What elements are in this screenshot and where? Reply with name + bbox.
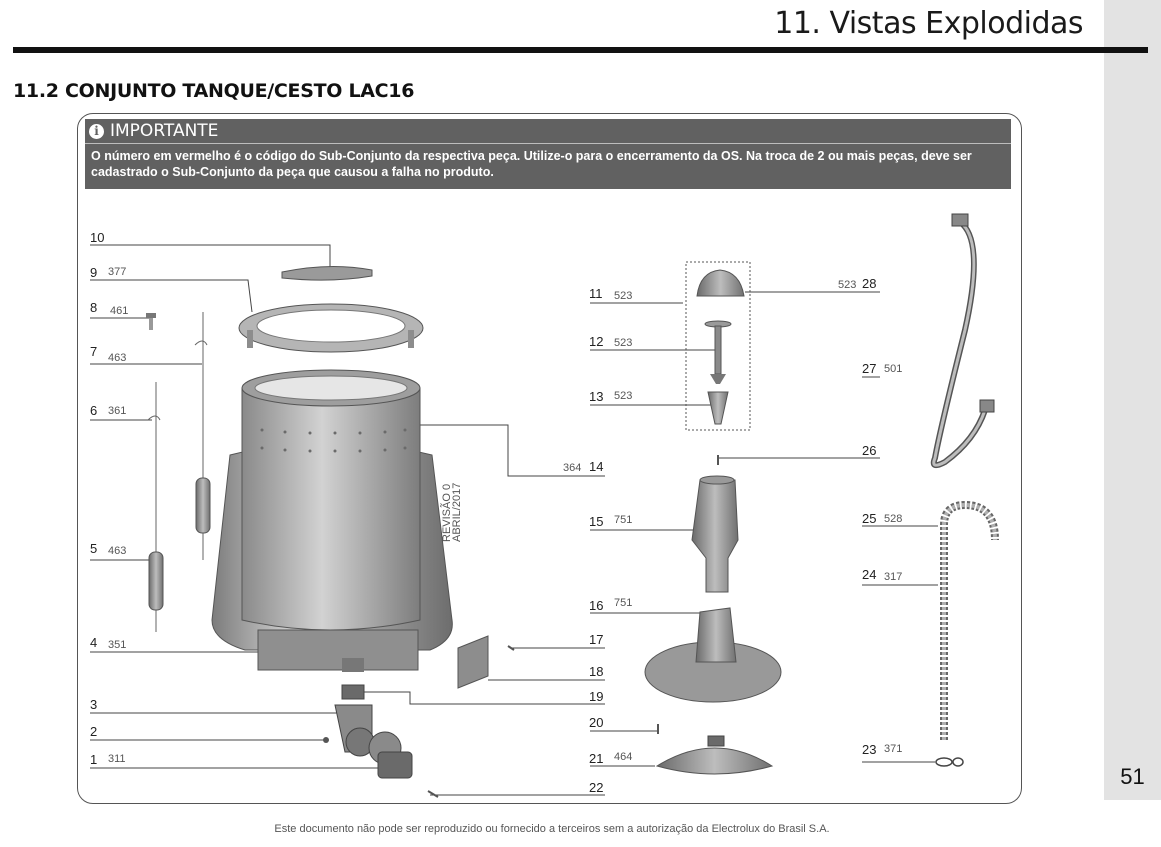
- callout-26: 26: [862, 443, 876, 458]
- callout-8: 8: [90, 300, 97, 315]
- code-21: 464: [614, 751, 632, 763]
- part-21-pulsator: [655, 735, 774, 775]
- part-19-seal: [341, 684, 365, 700]
- code-16: 751: [614, 597, 632, 609]
- callout-20: 20: [589, 715, 603, 730]
- callout-19: 19: [589, 689, 603, 704]
- callout-18: 18: [589, 664, 603, 679]
- part-12-shaft: [704, 320, 732, 384]
- part-18-panel: [457, 635, 489, 689]
- revision-line-2: ABRIL/2017: [451, 483, 463, 542]
- part-9-tub-ring: [238, 303, 424, 353]
- notice-heading: i IMPORTANTE: [89, 121, 218, 141]
- callout-10: 10: [90, 230, 104, 245]
- footer-disclaimer: Este documento não pode ser reproduzido …: [274, 823, 830, 835]
- part-24-drain-hose: [940, 500, 999, 740]
- callout-12: 12: [589, 334, 603, 349]
- diagram-frame: [77, 113, 1022, 804]
- callout-24: 24: [862, 567, 876, 582]
- part-22-screw: [427, 790, 439, 798]
- callout-labels: 10 9 377 8 461 7 463 6 361 5 463 4 351 3…: [90, 230, 902, 795]
- code-25: 528: [884, 513, 902, 525]
- callout-2: 2: [90, 724, 97, 739]
- part-8-bolt: [146, 313, 156, 330]
- part-27-inlet-hose: [930, 213, 995, 469]
- code-8: 461: [110, 305, 128, 317]
- page-side-band: [1104, 0, 1161, 800]
- notice-divider: [85, 143, 1011, 144]
- code-28: 523: [838, 279, 856, 291]
- code-9: 377: [108, 266, 126, 278]
- callout-13: 13: [589, 389, 603, 404]
- part-16-agitator-base: [644, 607, 782, 703]
- part-7-suspension-rod: [194, 312, 211, 560]
- part-14-basket: [241, 369, 421, 631]
- callout-7: 7: [90, 344, 97, 359]
- callout-17: 17: [589, 632, 603, 647]
- title-rule: [13, 47, 1148, 53]
- code-13: 523: [614, 390, 632, 402]
- callout-28: 28: [862, 276, 876, 291]
- code-1: 311: [108, 753, 126, 765]
- code-14: 364: [563, 462, 581, 474]
- revision-line-1: REVISÃO 0: [440, 484, 453, 542]
- callout-22: 22: [589, 780, 603, 795]
- callout-15: 15: [589, 514, 603, 529]
- callout-4: 4: [90, 635, 97, 650]
- callout-9: 9: [90, 265, 97, 280]
- important-notice: i IMPORTANTE O número em vermelho é o có…: [85, 119, 1011, 189]
- code-27: 501: [884, 363, 902, 375]
- callout-14: 14: [589, 459, 603, 474]
- callout-16: 16: [589, 598, 603, 613]
- sub-assembly-box: [685, 261, 751, 431]
- code-24: 317: [884, 571, 902, 583]
- callout-1: 1: [90, 752, 97, 767]
- callout-3: 3: [90, 697, 97, 712]
- section-title: 11.2 CONJUNTO TANQUE/CESTO LAC16: [13, 80, 415, 102]
- callout-23: 23: [862, 742, 876, 757]
- notice-heading-text: IMPORTANTE: [110, 121, 219, 141]
- part-1-motor: [368, 731, 413, 779]
- part-15-agitator-top: [691, 475, 739, 593]
- page-number: 51: [1120, 764, 1145, 789]
- leader-lines: [90, 244, 938, 796]
- page-title: 11. Vistas Explodidas: [774, 6, 1083, 41]
- notice-text: O número em vermelho é o código do Sub-C…: [91, 149, 972, 179]
- code-15: 751: [614, 514, 632, 526]
- revision-stamp: REVISÃO 0 ABRIL/2017: [440, 483, 463, 542]
- callout-27: 27: [862, 361, 876, 376]
- part-17-screw: [507, 645, 515, 651]
- part-3-bracket: [334, 704, 375, 757]
- code-11: 523: [614, 290, 632, 302]
- part-23-clamp: [935, 757, 964, 767]
- part-11-cap: [696, 269, 745, 297]
- callout-25: 25: [862, 511, 876, 526]
- part-10-lid-plate: [281, 265, 373, 281]
- code-12: 523: [614, 337, 632, 349]
- code-5: 463: [108, 545, 126, 557]
- exploded-view-diagram: 10 9 377 8 461 7 463 6 361 5 463 4 351 3…: [90, 213, 999, 798]
- part-13-cone: [707, 391, 729, 425]
- code-23: 371: [884, 743, 902, 755]
- info-icon: i: [89, 123, 104, 139]
- callout-21: 21: [589, 751, 603, 766]
- code-4: 351: [108, 639, 126, 651]
- code-6: 361: [108, 405, 126, 417]
- callout-11: 11: [589, 286, 603, 301]
- code-7: 463: [108, 352, 126, 364]
- part-6-suspension-rod: [147, 382, 164, 632]
- callout-6: 6: [90, 403, 97, 418]
- part-2-screw: [323, 737, 329, 743]
- callout-5: 5: [90, 541, 97, 556]
